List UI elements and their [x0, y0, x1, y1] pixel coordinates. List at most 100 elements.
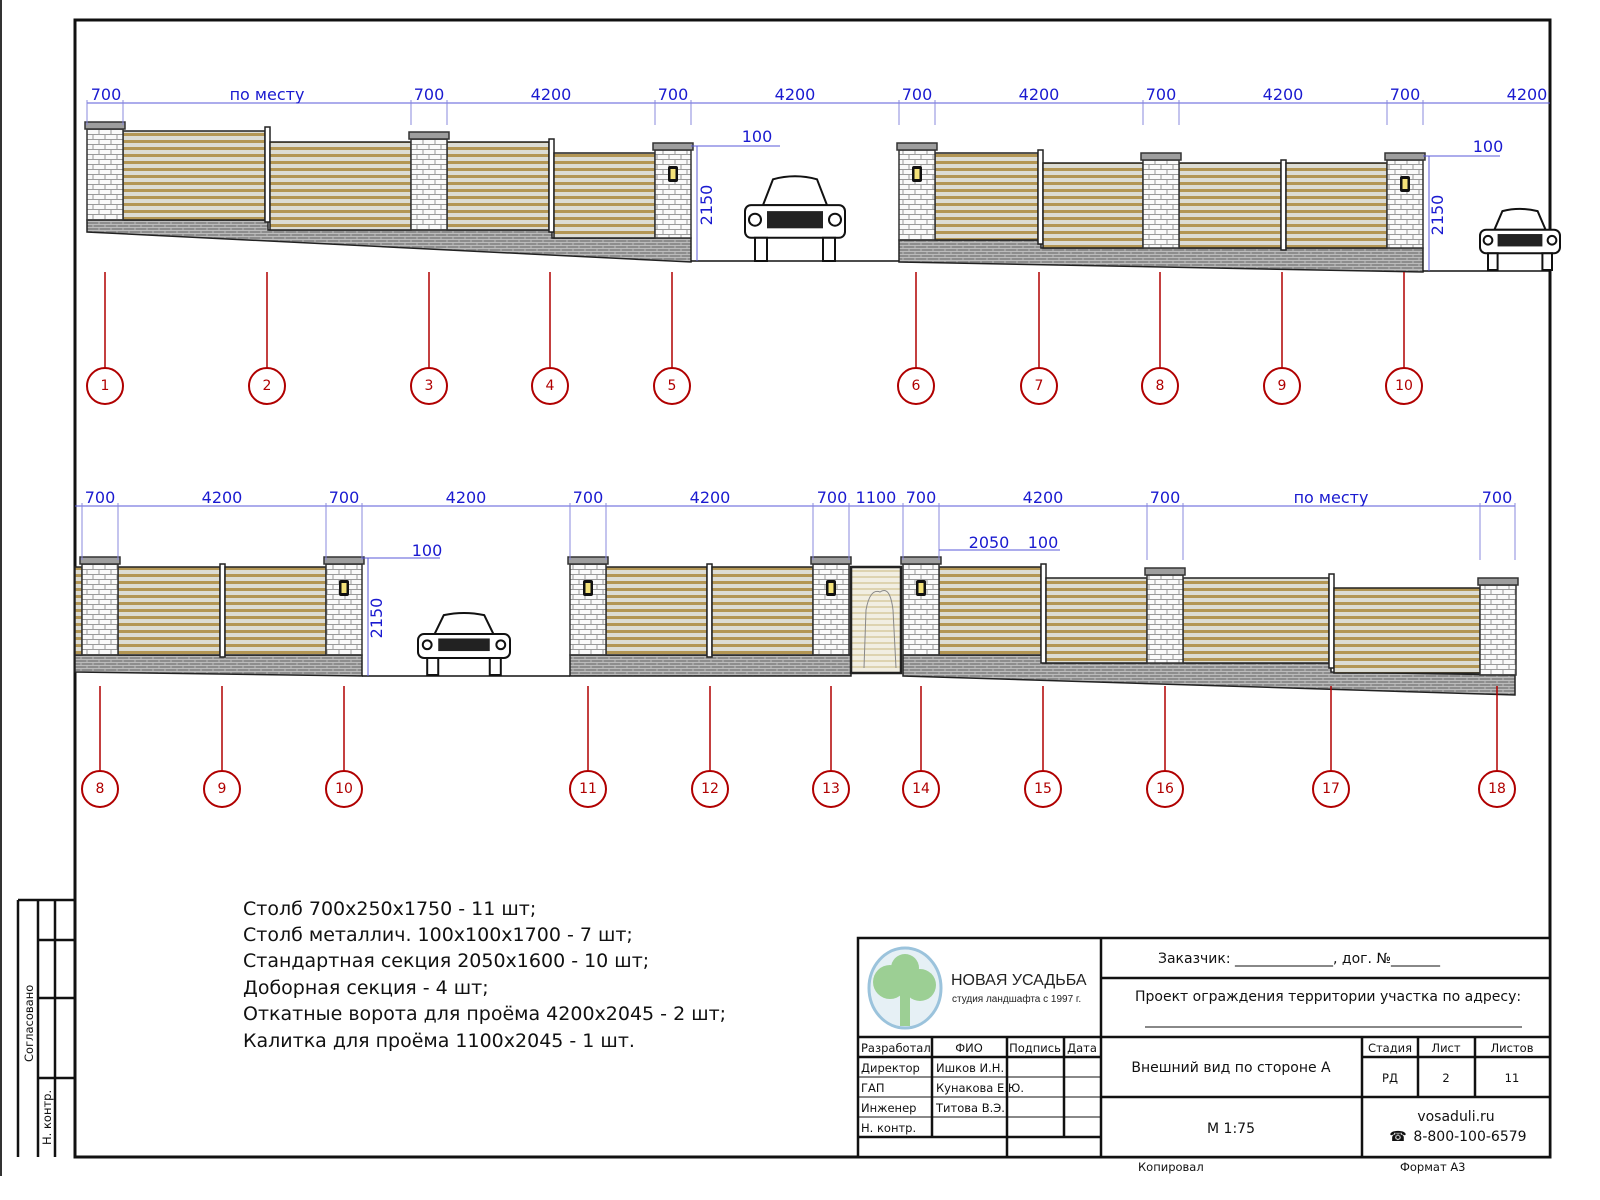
- dimension-label: 700: [573, 488, 604, 507]
- dimension-label: 700: [658, 85, 689, 104]
- pillar-cap: [652, 142, 694, 151]
- fence-panel: [1178, 162, 1282, 249]
- lantern-icon: [339, 580, 349, 596]
- marker-circle: [1024, 770, 1062, 808]
- height-dimension: 2150: [367, 598, 386, 639]
- car-wheel: [754, 236, 768, 262]
- marker-number: 15: [1034, 781, 1052, 797]
- marker-number: 13: [822, 781, 840, 797]
- fence-layer: [74, 121, 1561, 696]
- staff-role: Директор: [861, 1061, 920, 1075]
- car-front-view: [417, 611, 511, 676]
- fence-panel: [711, 566, 814, 656]
- wicket-gate: [849, 565, 903, 675]
- staff-name: Титова В.Э.: [935, 1101, 1005, 1115]
- marker-circle: [812, 770, 850, 808]
- lantern-icon: [826, 580, 836, 596]
- car-front-view: [744, 175, 846, 262]
- header-signature: Подпись: [1009, 1041, 1061, 1055]
- brick-pillar: [898, 149, 936, 241]
- spec-line: Столб 700х250х1750 - 11 шт;: [243, 898, 536, 920]
- marker-number: 17: [1322, 781, 1340, 797]
- lantern-icon: [912, 166, 922, 182]
- spec-line: Доборная секция - 4 шт;: [243, 977, 489, 999]
- marker-circle: [203, 770, 241, 808]
- phone-icon: ☎: [1389, 1129, 1406, 1145]
- marker-number: 16: [1156, 781, 1174, 797]
- car-wheel: [1541, 252, 1554, 271]
- header-date: Дата: [1067, 1041, 1097, 1055]
- marker-circle: [325, 770, 363, 808]
- stage-value: РД: [1382, 1071, 1398, 1085]
- marker-number: 4: [546, 378, 555, 394]
- dimensions-layer: 700 по месту 700 4200 700 4200 700 4200 700 4200 7…: [75, 85, 1550, 676]
- sheet-value: 2: [1442, 1071, 1449, 1085]
- fence-panel: [1182, 577, 1330, 664]
- marker-number: 5: [668, 378, 677, 394]
- marker-circle: [531, 367, 569, 405]
- dimension-label: 4200: [446, 488, 487, 507]
- dimension-label: 700: [902, 85, 933, 104]
- car-wheel: [822, 236, 836, 262]
- pillar-cap: [567, 556, 609, 565]
- car-front-view: [1479, 207, 1561, 271]
- staff-name: Ишков И.Н.: [936, 1061, 1004, 1075]
- car-wheel: [426, 656, 440, 676]
- staff-role: Инженер: [861, 1101, 916, 1115]
- car-grille: [1497, 234, 1543, 247]
- car-headlight: [495, 639, 507, 651]
- marker-number: 1: [101, 378, 110, 394]
- company-logo: [867, 946, 943, 1030]
- pillar-cap: [84, 121, 126, 130]
- fence-panel: [1042, 162, 1144, 249]
- brick-pillar: [81, 563, 119, 656]
- dimension-label: 4200: [202, 488, 243, 507]
- dimension-label: 700: [91, 85, 122, 104]
- brick-pillar: [569, 563, 607, 656]
- brick-pillar: [86, 128, 124, 221]
- brick-pillar: [325, 563, 363, 656]
- fence-panel: [934, 152, 1039, 241]
- dimension-label: 1100: [856, 488, 897, 507]
- spec-line: Калитка для проёма 1100х2045 - 1 шт.: [243, 1030, 635, 1052]
- lantern-light: [670, 169, 676, 179]
- drawing-scale: М 1:75: [1207, 1121, 1255, 1137]
- pillar-cap: [1140, 152, 1182, 161]
- marker-circle: [1263, 367, 1301, 405]
- fence-panel: [1285, 162, 1388, 249]
- marker-number: 2: [263, 378, 272, 394]
- fence-plinth: [569, 654, 852, 677]
- height-dimension: 2150: [697, 185, 716, 226]
- car-wheel: [1487, 252, 1499, 271]
- car-grille: [767, 211, 823, 229]
- dimension-label: по месту: [230, 85, 305, 104]
- fence-panel: [1045, 577, 1148, 664]
- car-wheel: [488, 656, 502, 676]
- fence-panel: [938, 566, 1042, 656]
- marker-number: 10: [335, 781, 353, 797]
- marker-circle: [691, 770, 729, 808]
- marker-number: 11: [579, 781, 597, 797]
- dimension-label: 700: [817, 488, 848, 507]
- dimension-label: 4200: [531, 85, 572, 104]
- marker-number: 14: [912, 781, 930, 797]
- project-title: Проект ограждения территории участка по …: [1135, 989, 1521, 1005]
- car-windshield: [432, 611, 496, 636]
- pillar-cap: [810, 556, 852, 565]
- post-dimension: 100: [1028, 533, 1059, 552]
- car-windshield: [761, 175, 829, 207]
- brick-pillar: [812, 563, 850, 656]
- dimension-label: по месту: [1294, 488, 1369, 507]
- brick-pillar: [410, 138, 448, 231]
- marker-circle: [1385, 367, 1423, 405]
- dimension-label: 4200: [775, 85, 816, 104]
- lantern-light: [585, 583, 591, 593]
- car-headlight: [1546, 234, 1558, 246]
- dimension-label: 700: [414, 85, 445, 104]
- brick-pillar: [654, 149, 692, 239]
- car-headlight: [421, 639, 433, 651]
- dimension-label: 4200: [1023, 488, 1064, 507]
- post-gap-dimension: 100: [412, 541, 443, 560]
